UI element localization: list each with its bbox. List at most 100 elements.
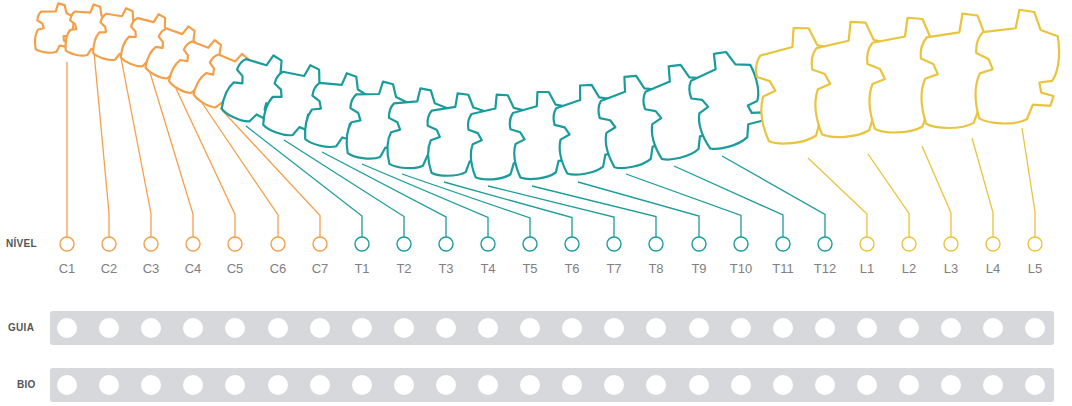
vertebrae (32, 0, 1062, 181)
level-label: C2 (101, 262, 118, 276)
level-marker (607, 237, 621, 251)
status-dot (731, 375, 751, 395)
level-marker (60, 237, 74, 251)
status-dot (225, 375, 245, 395)
level-label: C4 (185, 262, 202, 276)
level-marker (102, 237, 116, 251)
level-marker (818, 237, 832, 251)
status-dot (99, 318, 119, 338)
status-dot (983, 375, 1003, 395)
level-label: T1 (354, 262, 369, 276)
level-marker (692, 237, 706, 251)
status-dot (436, 375, 456, 395)
status-dot (773, 375, 793, 395)
level-marker (144, 237, 158, 251)
leader-line (322, 152, 446, 237)
status-dot (183, 318, 203, 338)
status-dot (562, 318, 582, 338)
status-dot (689, 318, 709, 338)
leader-line (362, 164, 488, 237)
status-dot (773, 318, 793, 338)
level-label: T7 (606, 262, 621, 276)
status-dot (941, 375, 961, 395)
status-dot (394, 375, 414, 395)
leader-line (246, 126, 362, 237)
leader-line (674, 166, 783, 237)
status-dot (1025, 375, 1045, 395)
level-marker (902, 237, 916, 251)
status-dot (941, 318, 961, 338)
level-label: T11 (772, 262, 793, 276)
status-dot (604, 318, 624, 338)
status-dot (899, 318, 919, 338)
status-dot (225, 318, 245, 338)
leader-line (66, 62, 67, 237)
leader-line (402, 174, 530, 237)
level-label: L1 (860, 262, 874, 276)
leader-line (94, 52, 109, 237)
level-marker (734, 237, 748, 251)
level-label: L4 (986, 262, 1000, 276)
status-dot (141, 375, 161, 395)
level-label: T5 (522, 262, 537, 276)
status-dot (815, 318, 835, 338)
level-marker (481, 237, 495, 251)
level-marker (313, 237, 327, 251)
row-title: BIO (17, 379, 36, 391)
level-label: C1 (59, 262, 76, 276)
row-title: NÍVEL (6, 238, 37, 250)
level-marker (228, 237, 242, 251)
status-dot (815, 375, 835, 395)
status-dot (689, 375, 709, 395)
leader-line (972, 138, 993, 237)
level-marker (439, 237, 453, 251)
status-dot (478, 375, 498, 395)
status-dot (520, 318, 540, 338)
status-dot (268, 318, 288, 338)
leader-line (121, 58, 151, 237)
vertebra-outline (971, 7, 1062, 127)
level-label: L5 (1028, 262, 1042, 276)
status-dot (562, 375, 582, 395)
level-marker (860, 237, 874, 251)
level-label: C7 (312, 262, 329, 276)
status-dot (352, 318, 372, 338)
level-marker (397, 237, 411, 251)
level-marker (271, 237, 285, 251)
status-band (50, 311, 1054, 345)
level-label: C3 (143, 262, 160, 276)
level-label: T6 (564, 262, 579, 276)
level-marker (944, 237, 958, 251)
status-dot (99, 375, 119, 395)
level-label: T8 (648, 262, 663, 276)
level-label: C5 (227, 262, 244, 276)
level-marker (986, 237, 1000, 251)
leader-line (578, 182, 699, 237)
status-dot (646, 375, 666, 395)
status-dot (478, 318, 498, 338)
level-label: T12 (814, 262, 836, 276)
status-dot (268, 375, 288, 395)
level-label: T4 (480, 262, 495, 276)
level-label: T10 (730, 262, 752, 276)
leader-line (1022, 128, 1035, 237)
leader-line (808, 158, 867, 237)
leader-line (444, 182, 572, 237)
level-marker (649, 237, 663, 251)
status-dot (57, 318, 77, 338)
status-dot (436, 318, 456, 338)
status-dot (899, 375, 919, 395)
level-marker (565, 237, 579, 251)
status-dot (57, 375, 77, 395)
status-dot (857, 318, 877, 338)
row-title: GUIA (8, 322, 34, 334)
status-dot (604, 375, 624, 395)
level-marker (186, 237, 200, 251)
status-dot (857, 375, 877, 395)
level-marker (1028, 237, 1042, 251)
status-dot (983, 318, 1003, 338)
level-label: T2 (396, 262, 411, 276)
level-label: L3 (944, 262, 958, 276)
